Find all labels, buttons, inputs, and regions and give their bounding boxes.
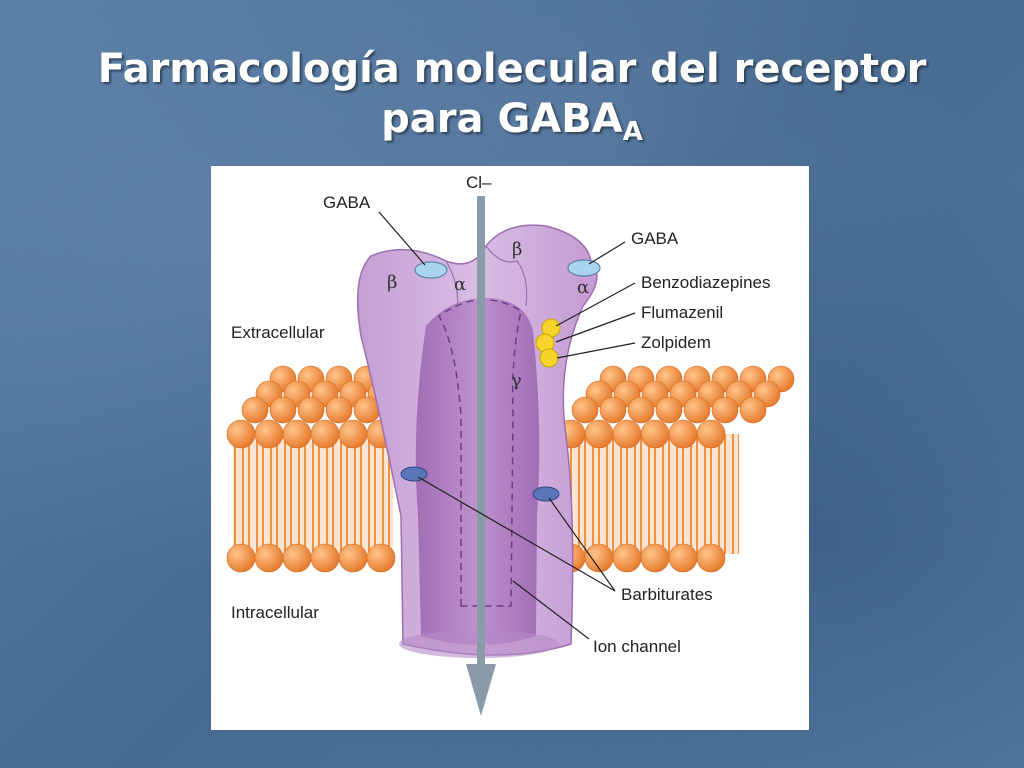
barbiturate-site-right (532, 486, 560, 502)
lipid-head (696, 419, 726, 449)
gaba-site-left (414, 261, 448, 279)
ion-channel-label: Ion channel (593, 637, 681, 656)
lipid-head (241, 396, 269, 424)
chloride-flow-arrow (466, 196, 496, 716)
extracellular-label: Extracellular (231, 323, 325, 342)
subunit-beta-left: β (387, 272, 397, 293)
lipid-head (254, 543, 284, 573)
barbiturates-label: Barbiturates (621, 585, 713, 604)
lipid-head (338, 543, 368, 573)
lipid-head (297, 396, 325, 424)
lipid-head (627, 396, 655, 424)
lipid-head (612, 543, 642, 573)
lipid-heads-back-right (571, 365, 795, 424)
lipid-head (599, 396, 627, 424)
lipid-tails-right (569, 434, 739, 554)
lipid-head (366, 543, 396, 573)
lipid-head (683, 396, 711, 424)
slide-title: Farmacología molecular del receptor para… (0, 44, 1024, 157)
subunit-gamma: γ (511, 370, 522, 391)
lipid-head (739, 396, 767, 424)
lipid-head (655, 396, 683, 424)
intracellular-label: Intracellular (231, 603, 319, 622)
lipid-head (226, 419, 256, 449)
lipid-head (640, 419, 670, 449)
leader-lines (378, 211, 636, 640)
lipid-head (269, 396, 297, 424)
lipid-tails-left (233, 438, 393, 556)
chloride-ion-label: Cl– (466, 173, 492, 192)
flumazenil-label: Flumazenil (641, 303, 723, 322)
membrane-right (556, 365, 795, 573)
barbiturate-site-left (400, 466, 428, 482)
benzodiazepines-label: Benzodiazepines (641, 273, 770, 292)
lipid-head (226, 543, 256, 573)
lipid-head (668, 543, 698, 573)
gaba-label-right: GABA (631, 229, 679, 248)
title-line-2: para GABAA (0, 94, 1024, 157)
zolpidem-label: Zolpidem (641, 333, 711, 352)
subunit-beta-right: β (512, 239, 522, 260)
title-text: para GABA (381, 96, 623, 142)
title-subscript: A (622, 117, 643, 147)
lipid-head (282, 543, 312, 573)
subunit-alpha-left: α (454, 274, 466, 295)
lipid-head (254, 419, 284, 449)
lipid-head (640, 543, 670, 573)
lipid-head (612, 419, 642, 449)
gaba-label-left: GABA (323, 193, 371, 212)
subunit-alpha-right: α (577, 277, 589, 298)
lipid-head (711, 396, 739, 424)
lipid-head (325, 396, 353, 424)
lipid-head (668, 419, 698, 449)
gaba-site-right (567, 259, 601, 277)
receptor-subunit-divider-right (485, 245, 528, 307)
receptor-diagram: Cl– GABA GABA Benzodiazepines Flumazenil… (226, 173, 795, 716)
receptor-figure: Cl– GABA GABA Benzodiazepines Flumazenil… (211, 166, 809, 730)
benzodiazepine-site (535, 318, 561, 368)
lipid-head (696, 543, 726, 573)
lipid-head (584, 419, 614, 449)
lipid-heads-bottom-left (226, 543, 396, 573)
lipid-head (338, 419, 368, 449)
lipid-head (282, 419, 312, 449)
lipid-head (310, 419, 340, 449)
lipid-head (310, 543, 340, 573)
lipid-head (571, 396, 599, 424)
title-line-1: Farmacología molecular del receptor (97, 46, 927, 92)
